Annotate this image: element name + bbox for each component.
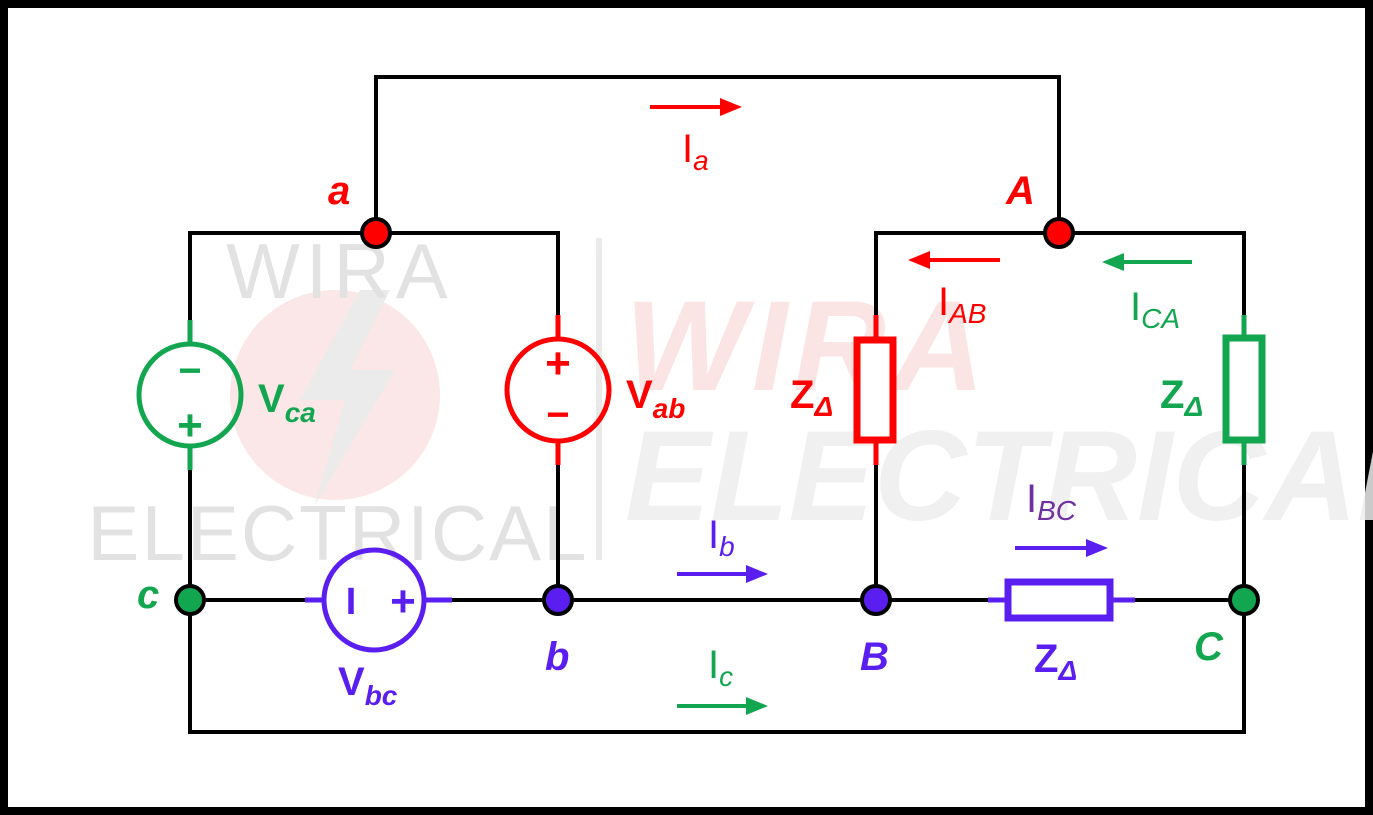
watermark-logo-word-bottom: ELECTRICAL bbox=[87, 489, 588, 577]
source-vca-plus: + bbox=[177, 401, 203, 450]
source-vbc-plus: + bbox=[390, 577, 416, 626]
current-ib-arrowhead bbox=[746, 565, 768, 583]
node-C-label: C bbox=[1194, 625, 1224, 669]
source-vbc-label: Vbc bbox=[338, 660, 398, 711]
current-ica: ICA bbox=[1102, 253, 1192, 334]
current-ibc-label: IBC bbox=[1026, 477, 1077, 526]
node-b-dot bbox=[542, 584, 574, 616]
node-A-dot bbox=[1043, 217, 1075, 249]
source-vbc-minus: I bbox=[346, 581, 357, 623]
impedance-zbc-body bbox=[1004, 578, 1114, 622]
nodes bbox=[174, 217, 1260, 616]
node-c-label: c bbox=[137, 573, 159, 617]
current-ica-label: ICA bbox=[1130, 285, 1180, 334]
source-vca-minus: − bbox=[178, 349, 201, 393]
current-ic: Ic bbox=[677, 643, 768, 715]
source-vab-plus: + bbox=[545, 339, 571, 388]
current-ica-arrowhead bbox=[1102, 253, 1124, 271]
current-ic-label: Ic bbox=[708, 643, 733, 692]
current-ia-arrowhead bbox=[720, 98, 742, 116]
impedance-zbc-label: ZΔ bbox=[1034, 637, 1077, 686]
current-ic-arrowhead bbox=[746, 697, 768, 715]
source-vab-label: Vab bbox=[626, 373, 685, 424]
source-vbc-circle bbox=[321, 547, 427, 653]
node-a-label: a bbox=[328, 169, 350, 213]
watermark-logo-word-top: WIRA bbox=[226, 227, 454, 315]
wire-line-c bbox=[188, 600, 1246, 734]
current-iab: IAB bbox=[908, 251, 1000, 329]
watermark-bolt bbox=[300, 290, 395, 505]
current-ibc: IBC bbox=[1015, 477, 1108, 557]
impedance-zab-label: ZΔ bbox=[790, 373, 833, 422]
current-ib-label: Ib bbox=[708, 513, 735, 562]
node-b-label: b bbox=[545, 635, 569, 679]
node-B-dot bbox=[860, 584, 892, 616]
node-c-dot bbox=[174, 584, 206, 616]
impedance-zab: ZΔ bbox=[790, 315, 897, 465]
impedance-zca-label: ZΔ bbox=[1160, 373, 1203, 422]
source-vbc: I + Vbc bbox=[305, 547, 452, 711]
current-ib: Ib bbox=[677, 513, 768, 583]
impedance-zca: ZΔ bbox=[1160, 315, 1266, 465]
source-vab-minus: − bbox=[546, 393, 569, 437]
source-vca-label: Vca bbox=[258, 377, 316, 428]
wire-line-a bbox=[374, 75, 1061, 233]
current-iab-label: IAB bbox=[938, 280, 986, 329]
impedance-zbc: ZΔ bbox=[988, 578, 1135, 686]
source-vab-circle bbox=[504, 336, 612, 444]
current-iab-arrowhead bbox=[908, 251, 930, 269]
watermark-word-top: WIRA bbox=[625, 275, 990, 418]
impedance-zca-body bbox=[1222, 334, 1266, 444]
watermark-divider bbox=[596, 238, 602, 560]
current-ia-label: Ia bbox=[682, 127, 709, 176]
node-B-label: B bbox=[860, 635, 889, 679]
impedance-zab-body bbox=[853, 336, 897, 444]
current-ia: Ia bbox=[650, 98, 742, 176]
current-ibc-arrowhead bbox=[1086, 539, 1108, 557]
source-vca: − + Vca bbox=[136, 320, 316, 470]
watermark: WIRA ELECTRICAL WIRA ELECTRICAL bbox=[87, 227, 1373, 577]
source-vca-circle bbox=[136, 341, 244, 449]
source-vab: + − Vab bbox=[504, 315, 685, 465]
node-A-label: A bbox=[1005, 169, 1035, 213]
node-C-dot bbox=[1228, 584, 1260, 616]
node-a-dot bbox=[360, 217, 392, 249]
